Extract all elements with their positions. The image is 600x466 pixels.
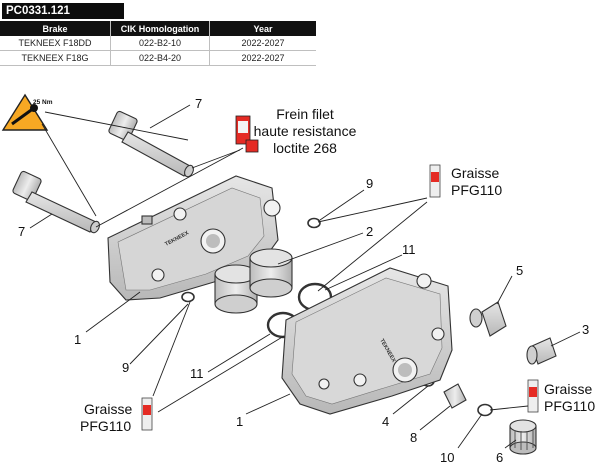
callout-bleed-screw: 5: [516, 263, 523, 278]
callout-o-ring-large-top: 11: [402, 242, 416, 257]
caliper-front: TEKNEEX: [281, 267, 453, 415]
callout-pin: 8: [410, 430, 417, 445]
reference-code: PC0331.121: [2, 3, 124, 19]
loctite-tube-icon: [235, 115, 259, 153]
svg-text:PFG110: PFG110: [544, 398, 595, 414]
callout-fitting: 3: [582, 322, 589, 337]
bolt-lower: [12, 170, 100, 234]
svg-text:PFG110: PFG110: [451, 182, 502, 198]
grease-tube-icon: [527, 379, 539, 413]
table-row: TEKNEEX F18G 022-B4-20 2022-2027: [0, 50, 316, 66]
callout-o-ring-bottom-right: 10: [440, 450, 454, 465]
svg-text:Graisse: Graisse: [451, 165, 499, 181]
table-row: TEKNEEX F18DD 022-B2-10 2022-2027: [0, 36, 316, 51]
cell-year: 2022-2027: [209, 36, 316, 51]
banjo-fitting: [509, 419, 537, 455]
callout-o-ring-small-top: 9: [366, 176, 373, 191]
callout-bolt-upper: 7: [195, 96, 202, 111]
svg-text:Frein filet: Frein filet: [276, 106, 334, 122]
brake-pistons: [214, 248, 293, 314]
bolt-upper: [108, 110, 194, 178]
col-header-year: Year: [209, 21, 316, 36]
torque-warning-icon: 25 Nm: [1, 93, 53, 131]
callout-bolt-lower: 7: [18, 224, 25, 239]
grease-note-left: Graisse PFG110: [80, 401, 132, 434]
cell-year: 2022-2027: [209, 50, 316, 66]
callout-numbers: 7 7 9 2 11 5 3 1 9 11 1 4 8 10 6: [18, 96, 589, 465]
callout-caliper-rear: 1: [74, 332, 81, 347]
homologation-table: Brake CIK Homologation Year TEKNEEX F18D…: [0, 21, 316, 66]
bleed-screw: [469, 301, 507, 337]
cell-homologation: 022-B2-10: [110, 36, 210, 51]
svg-text:Graisse: Graisse: [544, 381, 592, 397]
grease-tube-icon: [429, 164, 441, 198]
col-header-homologation: CIK Homologation: [110, 21, 210, 36]
callout-o-ring-large-bottom: 11: [190, 366, 204, 381]
callout-caliper-front: 1: [236, 414, 243, 429]
loctite-note: Frein filet haute resistance loctite 268: [254, 106, 357, 156]
callout-o-ring-small-left: 9: [122, 360, 129, 375]
grease-note-right: Graisse PFG110: [544, 381, 595, 414]
torque-value: 25 Nm: [33, 99, 53, 106]
cell-brake: TEKNEEX F18DD: [0, 36, 111, 51]
cell-homologation: 022-B4-20: [110, 50, 210, 66]
callout-pistons: 2: [366, 224, 373, 239]
svg-text:PFG110: PFG110: [80, 418, 131, 434]
svg-text:Graisse: Graisse: [84, 401, 132, 417]
cell-brake: TEKNEEX F18G: [0, 50, 111, 66]
leader-lines: [29, 104, 581, 449]
callout-banjo-fitting: 6: [496, 450, 503, 465]
pin: [443, 383, 467, 409]
col-header-brake: Brake: [0, 21, 111, 36]
fitting: [526, 337, 557, 365]
svg-text:haute resistance: haute resistance: [254, 123, 357, 139]
grease-tube-icon: [141, 397, 153, 431]
svg-text:loctite 268: loctite 268: [273, 140, 337, 156]
callout-o-ring-pin: 4: [382, 414, 389, 429]
grease-note-top: Graisse PFG110: [451, 165, 502, 198]
table-header-row: Brake CIK Homologation Year: [0, 21, 316, 36]
